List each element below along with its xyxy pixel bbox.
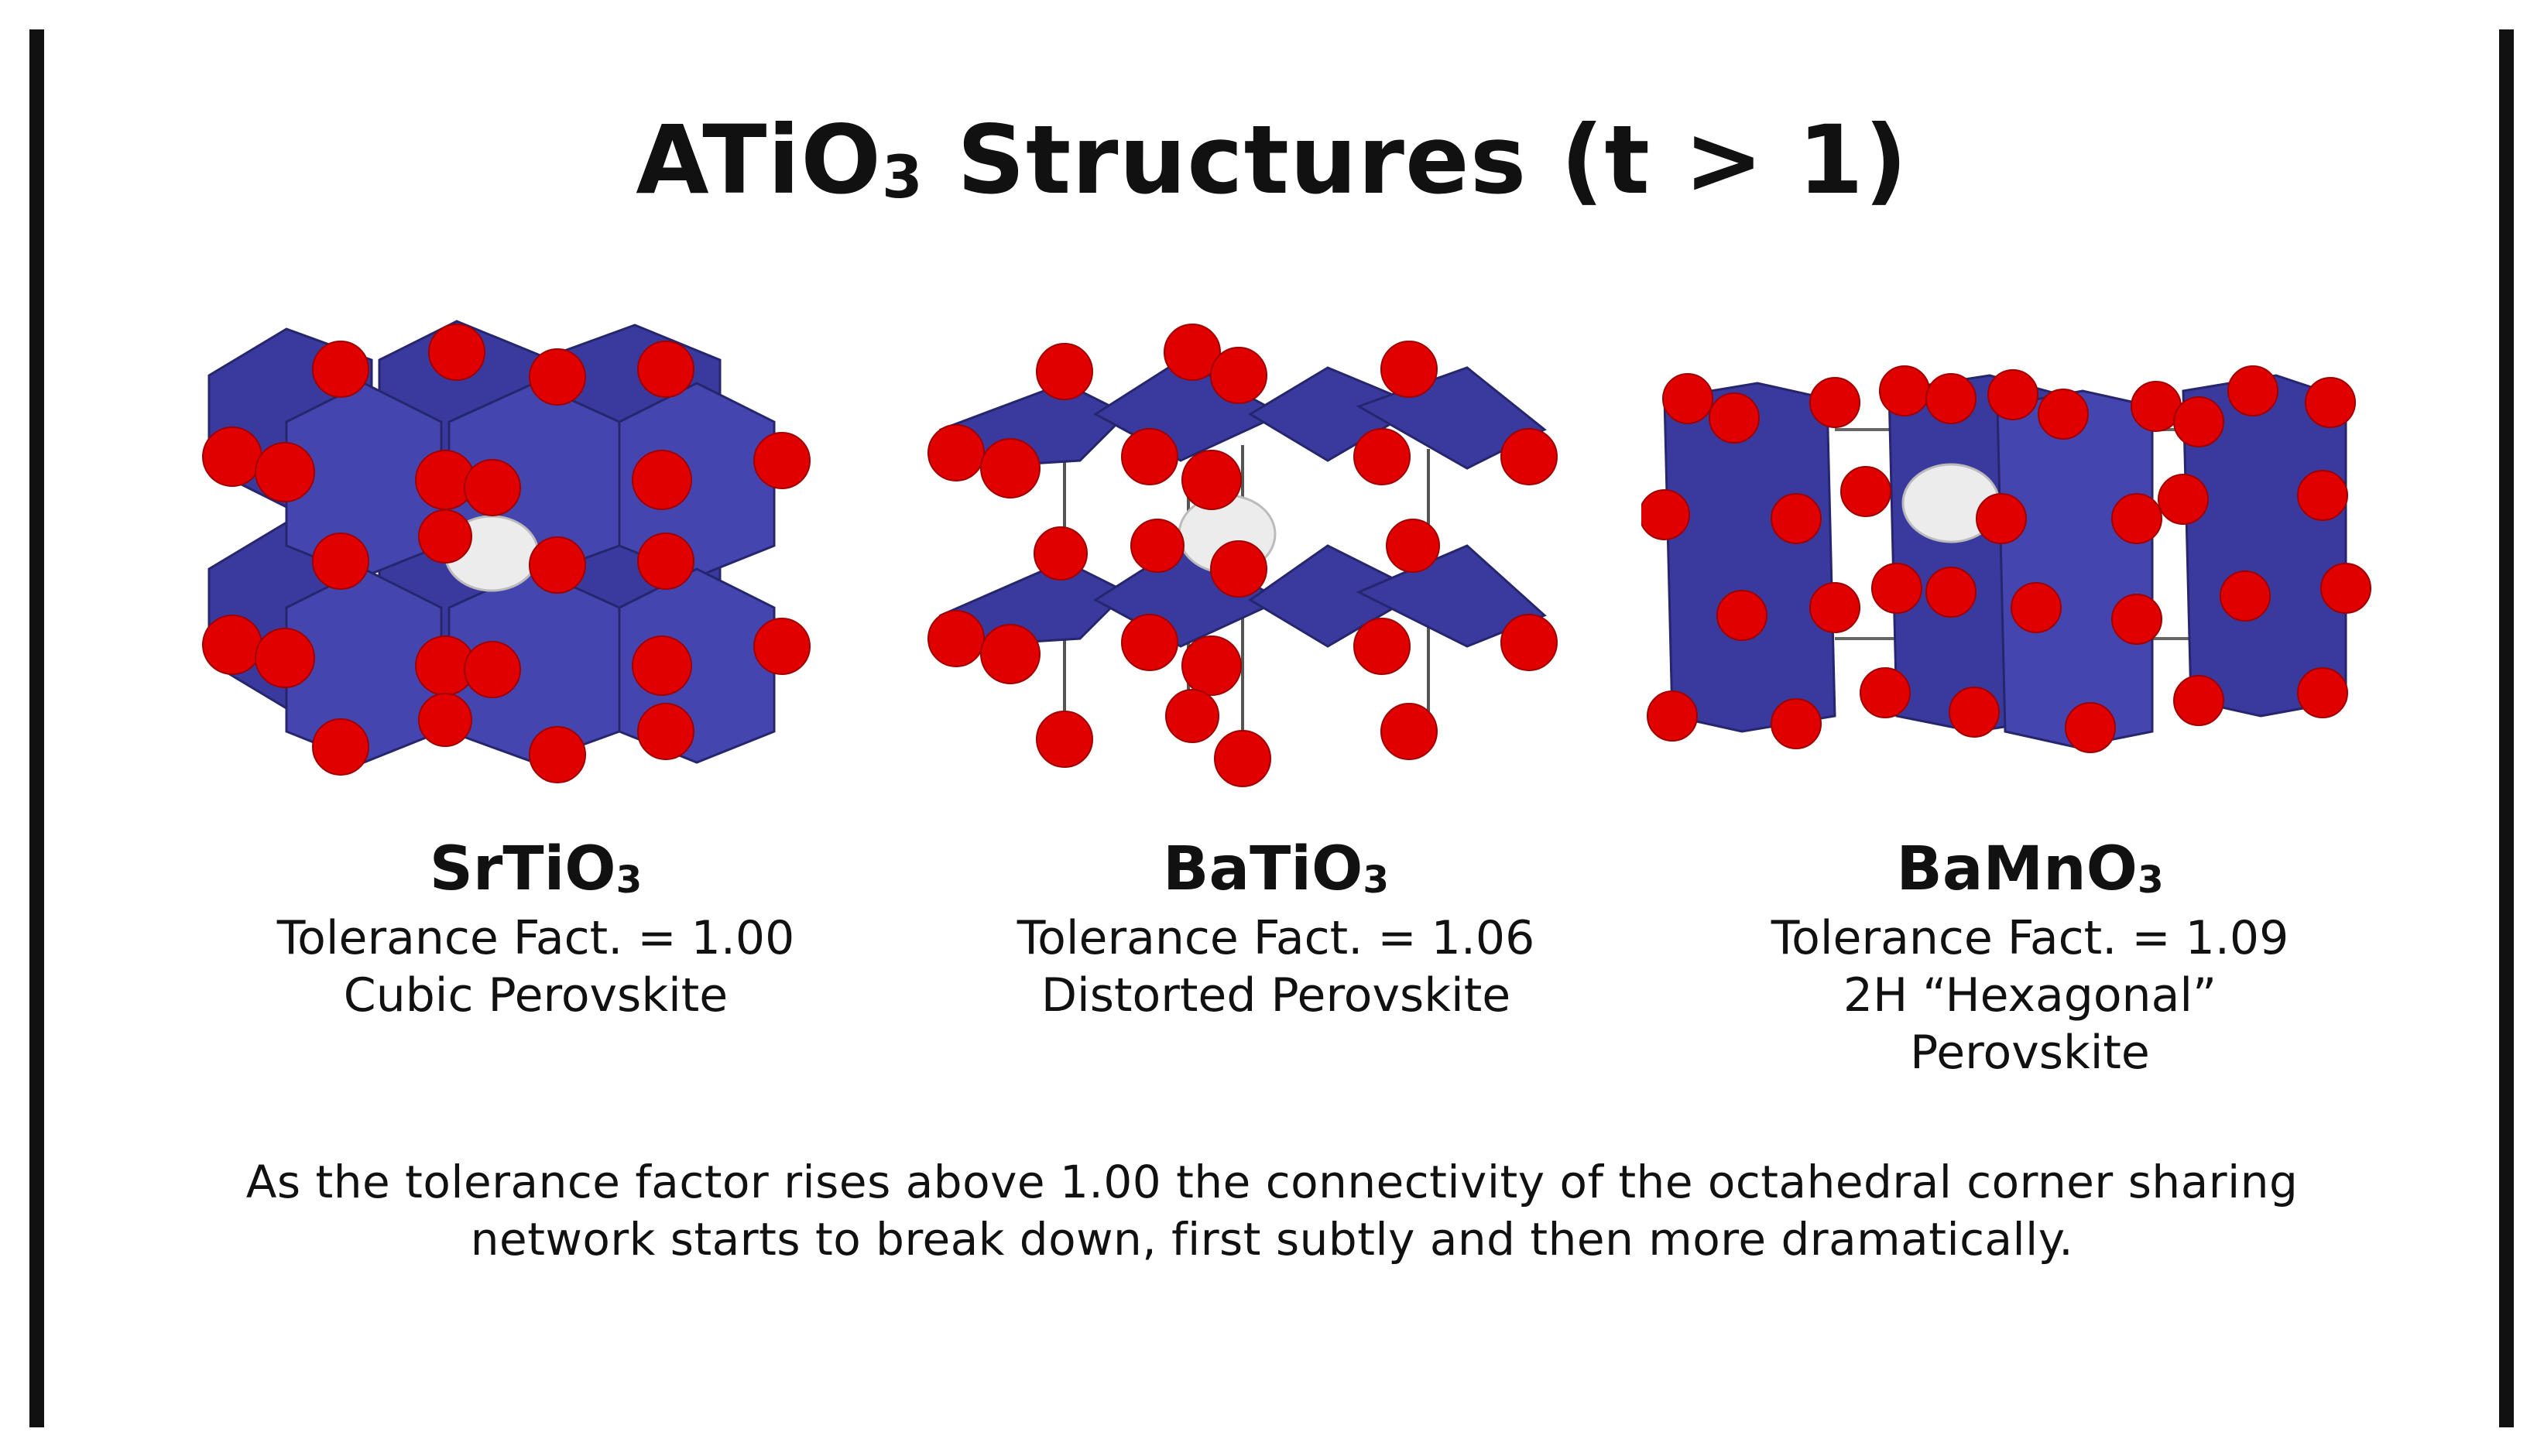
hexagonal-perovskite-model-icon (1641, 365, 2371, 753)
formula-main: BaMnO (1896, 834, 2138, 904)
formula-subscript: 3 (1363, 858, 1389, 902)
title-main: ATiO (636, 105, 882, 215)
summary-text: As the tolerance factor rises above 1.00… (245, 1156, 2299, 1266)
compound-formula: SrTiO3 (149, 832, 923, 908)
formula-main: BaTiO (1163, 834, 1363, 904)
compound-formula: BaTiO3 (889, 832, 1663, 908)
bamno3-caption: BaMnO3 Tolerance Fact. = 1.09 2H “Hexago… (1643, 832, 2417, 1081)
formula-subscript: 3 (2137, 858, 2164, 902)
structure-type: Cubic Perovskite (343, 968, 729, 1023)
title-subscript: 3 (882, 143, 924, 212)
left-border-line (29, 29, 44, 1427)
batio3-structure-model (925, 313, 1575, 793)
bamno3-structure-model (1641, 313, 2385, 778)
structure-type-continued: Perovskite (1910, 1025, 2150, 1080)
title-rest: Structures (t > 1) (923, 105, 1908, 215)
batio3-caption: BaTiO3 Tolerance Fact. = 1.06 Distorted … (889, 832, 1663, 1024)
cubic-perovskite-model-icon (202, 320, 811, 783)
srtio3-structure-model (186, 313, 836, 793)
oxygen-atoms (202, 324, 811, 783)
srtio3-caption: SrTiO3 Tolerance Fact. = 1.00 Cubic Pero… (149, 832, 923, 1024)
compound-formula: BaMnO3 (1643, 832, 2417, 908)
formula-subscript: 3 (615, 858, 643, 902)
formula-main: SrTiO (429, 834, 616, 904)
oxygen-atoms (1641, 365, 2371, 753)
tolerance-factor: Tolerance Fact. = 1.00 (276, 910, 795, 965)
structure-type: 2H “Hexagonal” (1843, 968, 2217, 1023)
face-sharing-octahedra-columns (1663, 374, 2347, 749)
structure-type: Distorted Perovskite (1041, 968, 1511, 1023)
oxygen-atoms (927, 324, 1558, 787)
distorted-perovskite-model-icon (927, 324, 1558, 787)
tolerance-factor: Tolerance Fact. = 1.09 (1771, 910, 2289, 965)
slide-title: ATiO3 Structures (t > 1) (0, 108, 2544, 212)
right-border-line (2499, 29, 2514, 1427)
tolerance-factor: Tolerance Fact. = 1.06 (1017, 910, 1535, 965)
